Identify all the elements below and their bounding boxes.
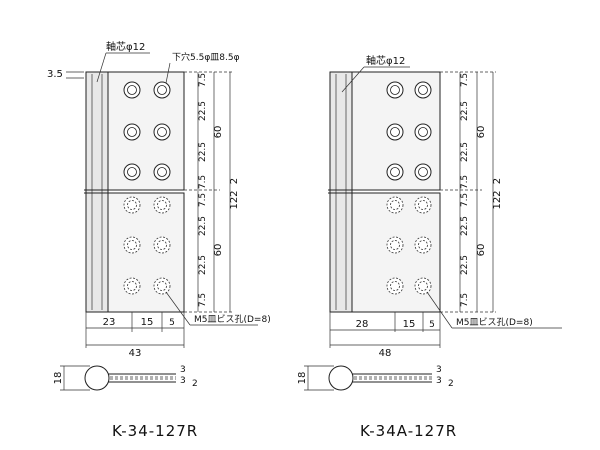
pitch-mid-dim: 22.5 xyxy=(198,216,208,236)
total-length-dim: 122 xyxy=(492,190,503,209)
screw-hole-label: M5皿ビス孔(D=8) xyxy=(194,314,271,325)
screw-hole-core xyxy=(157,127,167,137)
leaf-height-dim: 60 xyxy=(213,244,224,257)
model-number: K-34A-127R xyxy=(360,422,457,440)
hinge-drawing-left: 軸芯φ12 下穴5.5φ皿8.5φ 3.5 7.5 22.5 22.5 7.5 … xyxy=(47,40,271,440)
knuckle-diameter-label: 軸芯φ12 xyxy=(366,54,405,67)
screw-leader-line xyxy=(426,291,453,329)
screw-hole-core xyxy=(157,167,167,177)
screw-hole-core xyxy=(127,167,137,177)
section-gap-dim: 2 xyxy=(448,379,454,389)
screw-leader-line xyxy=(165,291,191,326)
pitch-edge-dim: 7.5 xyxy=(460,293,470,307)
screw-hole-hidden-core xyxy=(390,240,400,250)
section-barrel xyxy=(84,365,110,391)
width-a-dim: 23 xyxy=(103,317,116,328)
screw-hole-hidden-core xyxy=(418,200,428,210)
section-t1-dim: 3 xyxy=(180,365,186,375)
screw-hole-hidden-core xyxy=(127,200,137,210)
pitch-mid-dim: 22.5 xyxy=(198,142,208,162)
thickness-label: 3.5 xyxy=(47,69,63,80)
section-gap-dim: 2 xyxy=(192,379,198,389)
leaf-height-dim: 60 xyxy=(476,244,487,257)
leaf-height-dim: 60 xyxy=(213,126,224,139)
pitch-mid-dim: 22.5 xyxy=(198,101,208,121)
section-t2-dim: 3 xyxy=(180,376,186,386)
pitch-edge-dim: 7.5 xyxy=(198,293,208,307)
horizontal-dimensions: 28 15 5 48 xyxy=(329,312,441,359)
width-b-dim: 15 xyxy=(403,319,416,330)
screw-hole-core xyxy=(390,127,400,137)
screw-hole-hidden-core xyxy=(418,281,428,291)
screw-hole-hidden-core xyxy=(157,200,167,210)
section-height-dim: 18 xyxy=(53,372,64,385)
pitch-edge-dim: 7.5 xyxy=(460,73,470,87)
section-barrel xyxy=(328,365,354,391)
pitch-mid-dim: 22.5 xyxy=(198,255,208,275)
width-c-dim: 5 xyxy=(169,318,175,328)
pitch-edge-dim: 7.5 xyxy=(198,175,208,189)
screw-hole-hidden-core xyxy=(390,281,400,291)
pitch-edge-dim: 7.5 xyxy=(198,73,208,87)
vertical-dimensions: 7.5 22.5 22.5 7.5 7.5 22.5 22.5 7.5 60 6… xyxy=(184,71,240,313)
total-width-dim: 48 xyxy=(379,348,392,359)
upper-leaf-holes xyxy=(386,81,432,181)
screw-hole-core xyxy=(390,167,400,177)
lower-leaf-holes xyxy=(123,196,171,295)
hole-spec-label: 下穴5.5φ皿8.5φ xyxy=(172,51,240,63)
pitch-mid-dim: 22.5 xyxy=(460,255,470,275)
screw-hole-hidden-core xyxy=(127,240,137,250)
screw-hole-core xyxy=(127,85,137,95)
knuckle-barrel xyxy=(329,71,353,313)
screw-hole-hidden-core xyxy=(157,281,167,291)
section-t2-dim: 3 xyxy=(436,376,442,386)
pitch-mid-dim: 22.5 xyxy=(460,216,470,236)
total-width-dim: 43 xyxy=(129,348,142,359)
pitch-edge-dim: 7.5 xyxy=(460,193,470,207)
screw-hole-hidden-core xyxy=(390,200,400,210)
section-t1-dim: 3 xyxy=(436,365,442,375)
pitch-mid-dim: 22.5 xyxy=(460,142,470,162)
upper-leaf xyxy=(107,71,185,191)
screw-hole-hidden-core xyxy=(418,240,428,250)
model-number: K-34-127R xyxy=(112,422,198,440)
cross-section: 18 3 3 2 xyxy=(297,365,454,391)
screw-hole-core xyxy=(418,85,428,95)
lower-leaf xyxy=(107,192,185,313)
hole-leader-line xyxy=(165,62,171,84)
total-length-dim: 122 xyxy=(229,190,240,209)
vertical-dimensions: 7.5 22.5 22.5 7.5 7.5 22.5 22.5 7.5 60 6… xyxy=(440,71,503,313)
screw-hole-core xyxy=(418,127,428,137)
cross-section: 18 3 3 2 xyxy=(53,365,198,391)
knuckle-leader-line xyxy=(96,52,107,83)
total-gap-dim: 2 xyxy=(492,178,503,184)
knuckle-diameter-label: 軸芯φ12 xyxy=(106,40,145,53)
upper-leaf-holes xyxy=(123,81,171,181)
leaf-height-dim: 60 xyxy=(476,126,487,139)
screw-hole-core xyxy=(127,127,137,137)
pitch-edge-dim: 7.5 xyxy=(198,193,208,207)
screw-hole-core xyxy=(157,85,167,95)
screw-hole-hidden-core xyxy=(127,281,137,291)
pitch-mid-dim: 22.5 xyxy=(460,101,470,121)
screw-hole-core xyxy=(418,167,428,177)
hinge-drawing-right: 軸芯φ12 7.5 22.5 22.5 7.5 7.5 22.5 22.5 7.… xyxy=(297,54,562,440)
screw-hole-core xyxy=(390,85,400,95)
screw-hole-hidden-core xyxy=(157,240,167,250)
lower-leaf-holes xyxy=(386,196,432,295)
width-b-dim: 15 xyxy=(141,317,154,328)
section-height-dim: 18 xyxy=(297,372,308,385)
width-a-dim: 28 xyxy=(356,319,369,330)
knuckle-barrel xyxy=(85,71,109,313)
pitch-edge-dim: 7.5 xyxy=(460,175,470,189)
horizontal-dimensions: 23 15 5 43 xyxy=(85,312,185,359)
knuckle-leader-line xyxy=(341,66,365,93)
screw-hole-label: M5皿ビス孔(D=8) xyxy=(456,317,533,328)
width-c-dim: 5 xyxy=(429,320,435,330)
total-gap-dim: 2 xyxy=(229,178,240,184)
